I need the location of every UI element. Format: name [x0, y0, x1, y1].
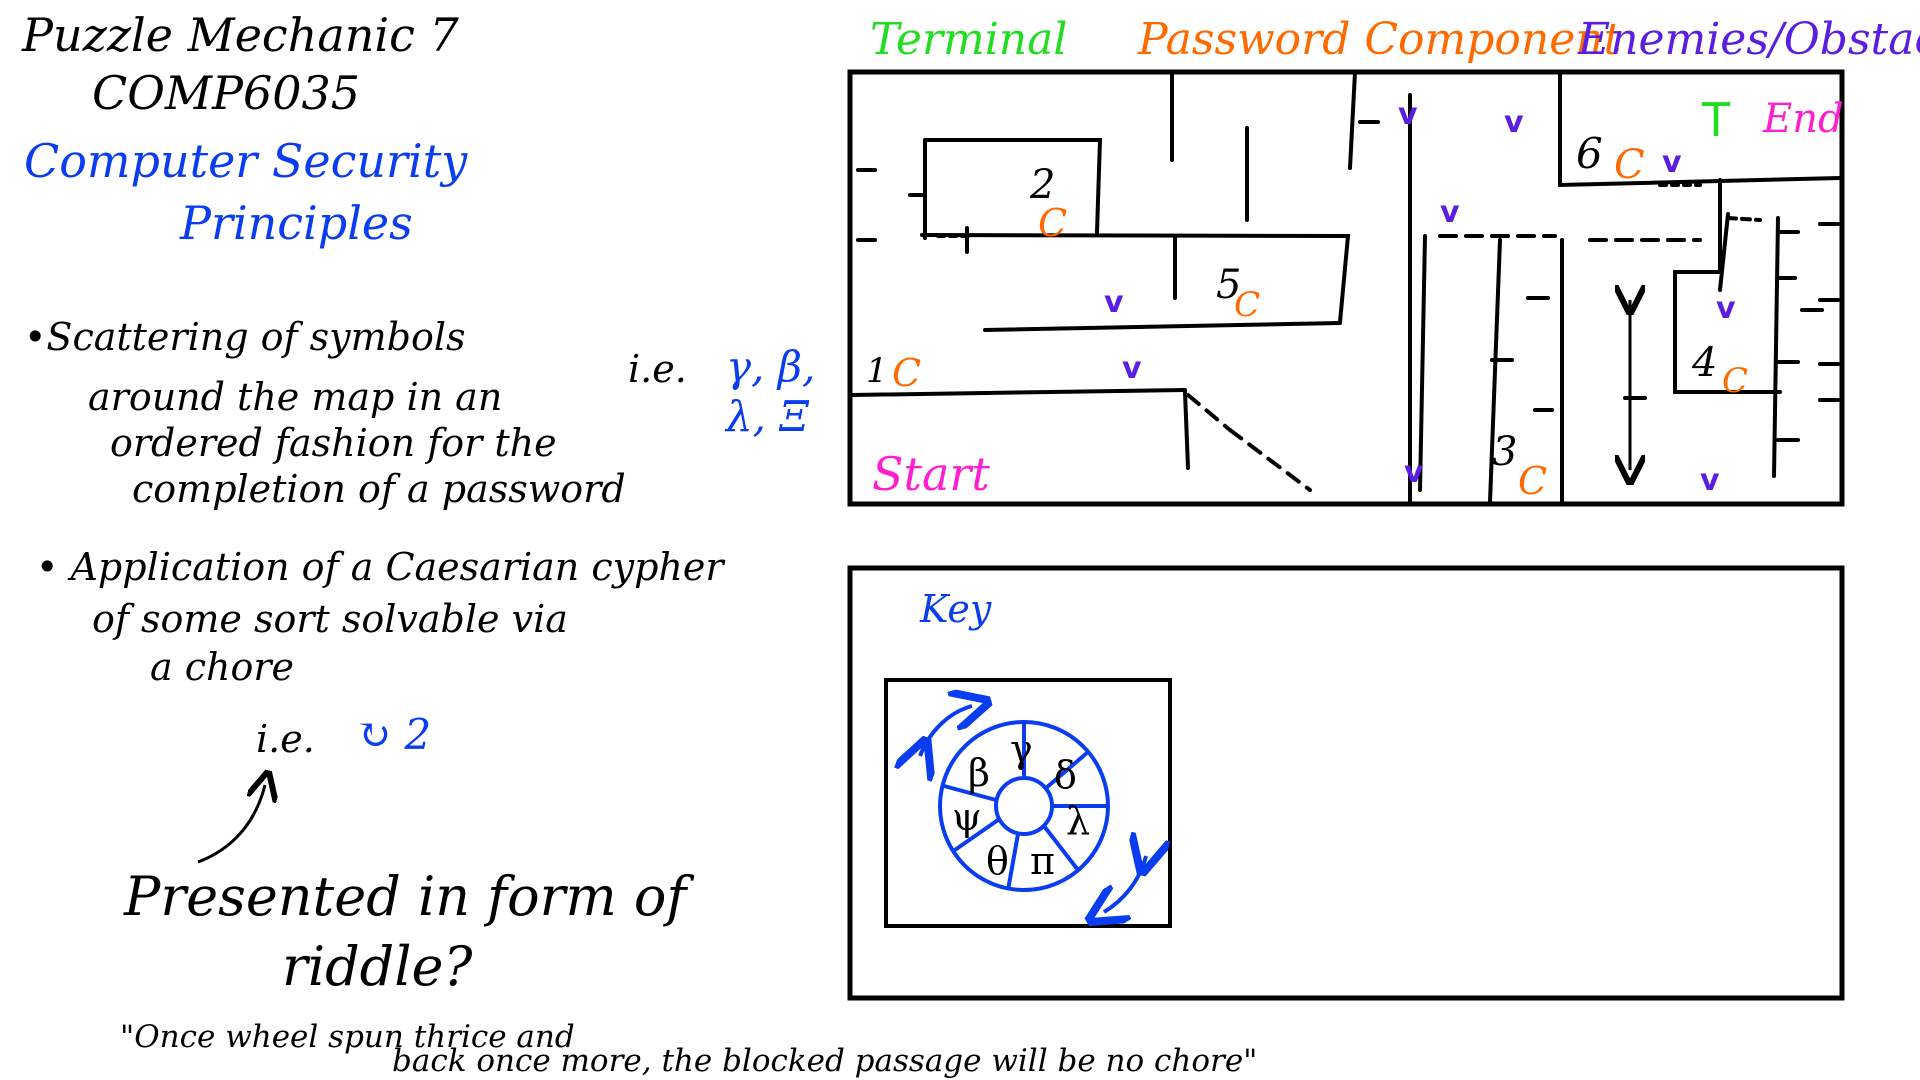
- wheel-symbol-gamma: γ: [1010, 727, 1033, 771]
- enemy-2: v: [1504, 105, 1524, 140]
- map-frame: [847, 69, 1845, 507]
- key-box: [884, 678, 1172, 928]
- bullet1-ie: i.e.: [628, 347, 687, 391]
- enemy-5: v: [1104, 285, 1124, 320]
- enemy-4: v: [1440, 195, 1460, 230]
- start-label: Start: [872, 447, 990, 501]
- bullet2-line3: a chore: [150, 645, 295, 689]
- map-walls: [850, 70, 1842, 504]
- component-number-5: 5: [1216, 262, 1241, 308]
- riddle-text-line1: "Once wheel spun thrice and: [120, 1019, 575, 1055]
- legend-enemies-obstacles: Enemies/Obstacles: [1578, 14, 1920, 65]
- bullet1-line4: completion of a password: [132, 467, 626, 511]
- enemy-9: v: [1700, 463, 1720, 498]
- key-frame: [847, 565, 1845, 1001]
- bullet1-symbols-2: λ, Ξ: [726, 392, 809, 441]
- component-2: C: [1038, 201, 1067, 245]
- bullet2-line1: • Application of a Caesarian cypher: [36, 545, 724, 589]
- course-name-line2: Principles: [180, 196, 413, 250]
- bullet2-line2: of some sort solvable via: [92, 597, 568, 641]
- bullet2-example: ↻ 2: [356, 710, 432, 759]
- component-3: C: [1518, 459, 1547, 503]
- rotate-arrow-bottom: [1104, 856, 1146, 912]
- course-name-line1: Computer Security: [24, 134, 468, 188]
- wheel-symbol-beta: β: [968, 751, 990, 795]
- riddle-label-line1: Presented in form of: [124, 865, 687, 928]
- bullet1-line2: around the map in an: [88, 375, 503, 419]
- component-4: C: [1722, 361, 1748, 401]
- legend-password-component: Password Component: [1138, 14, 1622, 65]
- component-number-3: 3: [1492, 429, 1517, 475]
- riddle-text-line2: back once more, the blocked passage will…: [392, 1043, 1258, 1079]
- riddle-label-line2: riddle?: [282, 935, 473, 998]
- wheel-symbol-lambda: λ: [1066, 799, 1090, 843]
- enemy-1: v: [1398, 97, 1418, 132]
- component-number-4: 4: [1691, 340, 1717, 386]
- enemy-3: v: [1662, 145, 1682, 180]
- wheel-symbol-psi: ψ: [952, 795, 982, 839]
- component-number-6: 6: [1576, 129, 1603, 178]
- component-number-2: 2: [1029, 162, 1055, 208]
- legend-terminal: Terminal: [870, 14, 1068, 65]
- component-6: C: [1614, 142, 1645, 188]
- terminal-marker: T: [1701, 93, 1731, 147]
- component-5: C: [1234, 285, 1260, 325]
- course-code: COMP6035: [92, 66, 361, 120]
- bullet1-symbols-1: γ, β,: [726, 342, 816, 391]
- wheel-symbol-pi: π: [1030, 839, 1055, 883]
- wheel-symbol-delta: δ: [1054, 753, 1077, 797]
- wheel-symbol-theta: θ: [986, 839, 1009, 883]
- end-label: End: [1762, 96, 1844, 142]
- page-title: Puzzle Mechanic 7: [22, 8, 459, 62]
- riddle-arrow: [197, 785, 265, 864]
- bullet2-ie: i.e.: [256, 717, 315, 761]
- cipher-wheel: [938, 720, 1110, 892]
- enemy-7: v: [1716, 291, 1736, 326]
- enemy-6: v: [1122, 351, 1142, 386]
- component-number-1: 1: [866, 351, 888, 391]
- bullet1-line3: ordered fashion for the: [110, 421, 557, 465]
- component-1: C: [892, 351, 921, 395]
- enemy-8: v: [1404, 455, 1424, 490]
- key-label: Key: [919, 587, 992, 631]
- bullet1-line1: •Scattering of symbols: [24, 315, 466, 359]
- rotate-arrow-top: [920, 706, 972, 756]
